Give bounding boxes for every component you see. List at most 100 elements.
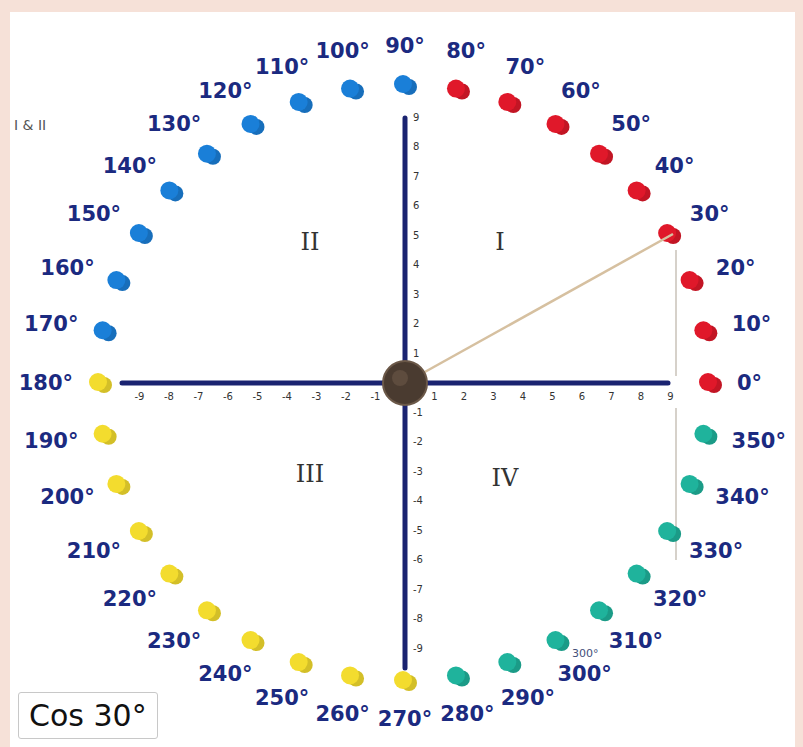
x-tick-label: 7 [608, 392, 614, 402]
push-pin [447, 666, 470, 686]
pin-head [130, 224, 148, 242]
pin-head [447, 80, 465, 98]
caption-text: Cos 30° [29, 699, 147, 732]
angle-label: 200° [40, 488, 94, 509]
pin-head [107, 271, 125, 289]
angle-label: 130° [147, 115, 201, 136]
y-tick-label: 5 [413, 231, 419, 241]
push-pin [341, 80, 364, 100]
angle-label: 290° [501, 689, 555, 710]
push-pin [394, 671, 417, 691]
x-tick-label: -7 [194, 392, 204, 402]
push-pin [547, 631, 570, 651]
x-tick-label: -4 [282, 392, 292, 402]
y-tick-label: -6 [413, 555, 423, 565]
x-tick-label: 4 [520, 392, 526, 402]
push-pin [198, 601, 221, 621]
angle-label: 150° [67, 204, 121, 225]
pin-head [699, 373, 717, 391]
pin-head [341, 666, 359, 684]
y-tick-label: 4 [413, 260, 419, 270]
angle-label: 230° [147, 630, 201, 651]
y-tick-label: -9 [413, 644, 423, 654]
pin-head [160, 181, 178, 199]
y-tick-label: 2 [413, 319, 419, 329]
push-pin [694, 425, 717, 445]
quadrant-numeral: IV [492, 466, 519, 490]
pin-head [681, 271, 699, 289]
quadrant-numeral: II [301, 230, 320, 254]
pin-head [498, 653, 516, 671]
y-tick-label: 6 [413, 201, 419, 211]
y-tick-label: 8 [413, 142, 419, 152]
push-pin [498, 93, 521, 113]
push-pin [94, 425, 117, 445]
x-tick-label: -6 [223, 392, 233, 402]
x-tick-label: 2 [461, 392, 467, 402]
pin-head [547, 115, 565, 133]
pin-head [107, 475, 125, 493]
pin-head [198, 601, 216, 619]
x-tick-label: -5 [253, 392, 263, 402]
pin-head [590, 601, 608, 619]
pin-head [694, 321, 712, 339]
push-pin [290, 93, 313, 113]
angle-label: 270° [378, 709, 432, 730]
center-coin [383, 361, 427, 405]
x-tick-label: -3 [312, 392, 322, 402]
push-pin [498, 653, 521, 673]
y-tick-label: -7 [413, 585, 423, 595]
angle-label: 10° [732, 314, 772, 335]
push-pin [130, 522, 153, 542]
angle-label: 300° [557, 664, 611, 685]
angle-label: 160° [40, 257, 94, 278]
string-radius [405, 234, 673, 383]
angle-label: 210° [67, 541, 121, 562]
pencil-line [675, 250, 677, 376]
push-pin [394, 75, 417, 95]
x-tick-label: -8 [164, 392, 174, 402]
y-tick-label: 7 [413, 172, 419, 182]
angle-label: 40° [655, 156, 695, 177]
angle-label: 330° [689, 541, 743, 562]
angle-label: 60° [561, 81, 601, 102]
push-pin [694, 321, 717, 341]
push-pin [658, 522, 681, 542]
angle-label: 190° [24, 431, 78, 452]
pin-head [89, 373, 107, 391]
pin-head [130, 522, 148, 540]
caption-box: Cos 30° [18, 692, 158, 739]
quadrant-numeral: III [296, 462, 324, 486]
angle-label: 120° [198, 81, 252, 102]
y-tick-label: 9 [413, 113, 419, 123]
white-board [10, 12, 795, 747]
push-pin [89, 373, 112, 393]
angle-label: 90° [385, 36, 425, 57]
pin-head [94, 321, 112, 339]
pin-head [94, 425, 112, 443]
push-pin [242, 115, 265, 135]
pin-head [242, 631, 260, 649]
x-tick-label: 9 [667, 392, 673, 402]
push-pin [242, 631, 265, 651]
pin-head [628, 565, 646, 583]
pin-head [694, 425, 712, 443]
angle-label: 0° [737, 373, 762, 394]
angle-label: 170° [24, 314, 78, 335]
pin-head [394, 671, 412, 689]
angle-label: 350° [732, 431, 786, 452]
y-tick-label: -2 [413, 437, 423, 447]
push-pin [198, 145, 221, 165]
pin-head [160, 565, 178, 583]
angle-label: 340° [715, 488, 769, 509]
angle-label: 20° [716, 257, 756, 278]
push-pin [160, 565, 183, 585]
angle-label: 280° [440, 704, 494, 725]
pin-head [658, 224, 676, 242]
push-pin [107, 271, 130, 291]
y-tick-label: 1 [413, 349, 419, 359]
push-pin [94, 321, 117, 341]
push-pin [107, 475, 130, 495]
